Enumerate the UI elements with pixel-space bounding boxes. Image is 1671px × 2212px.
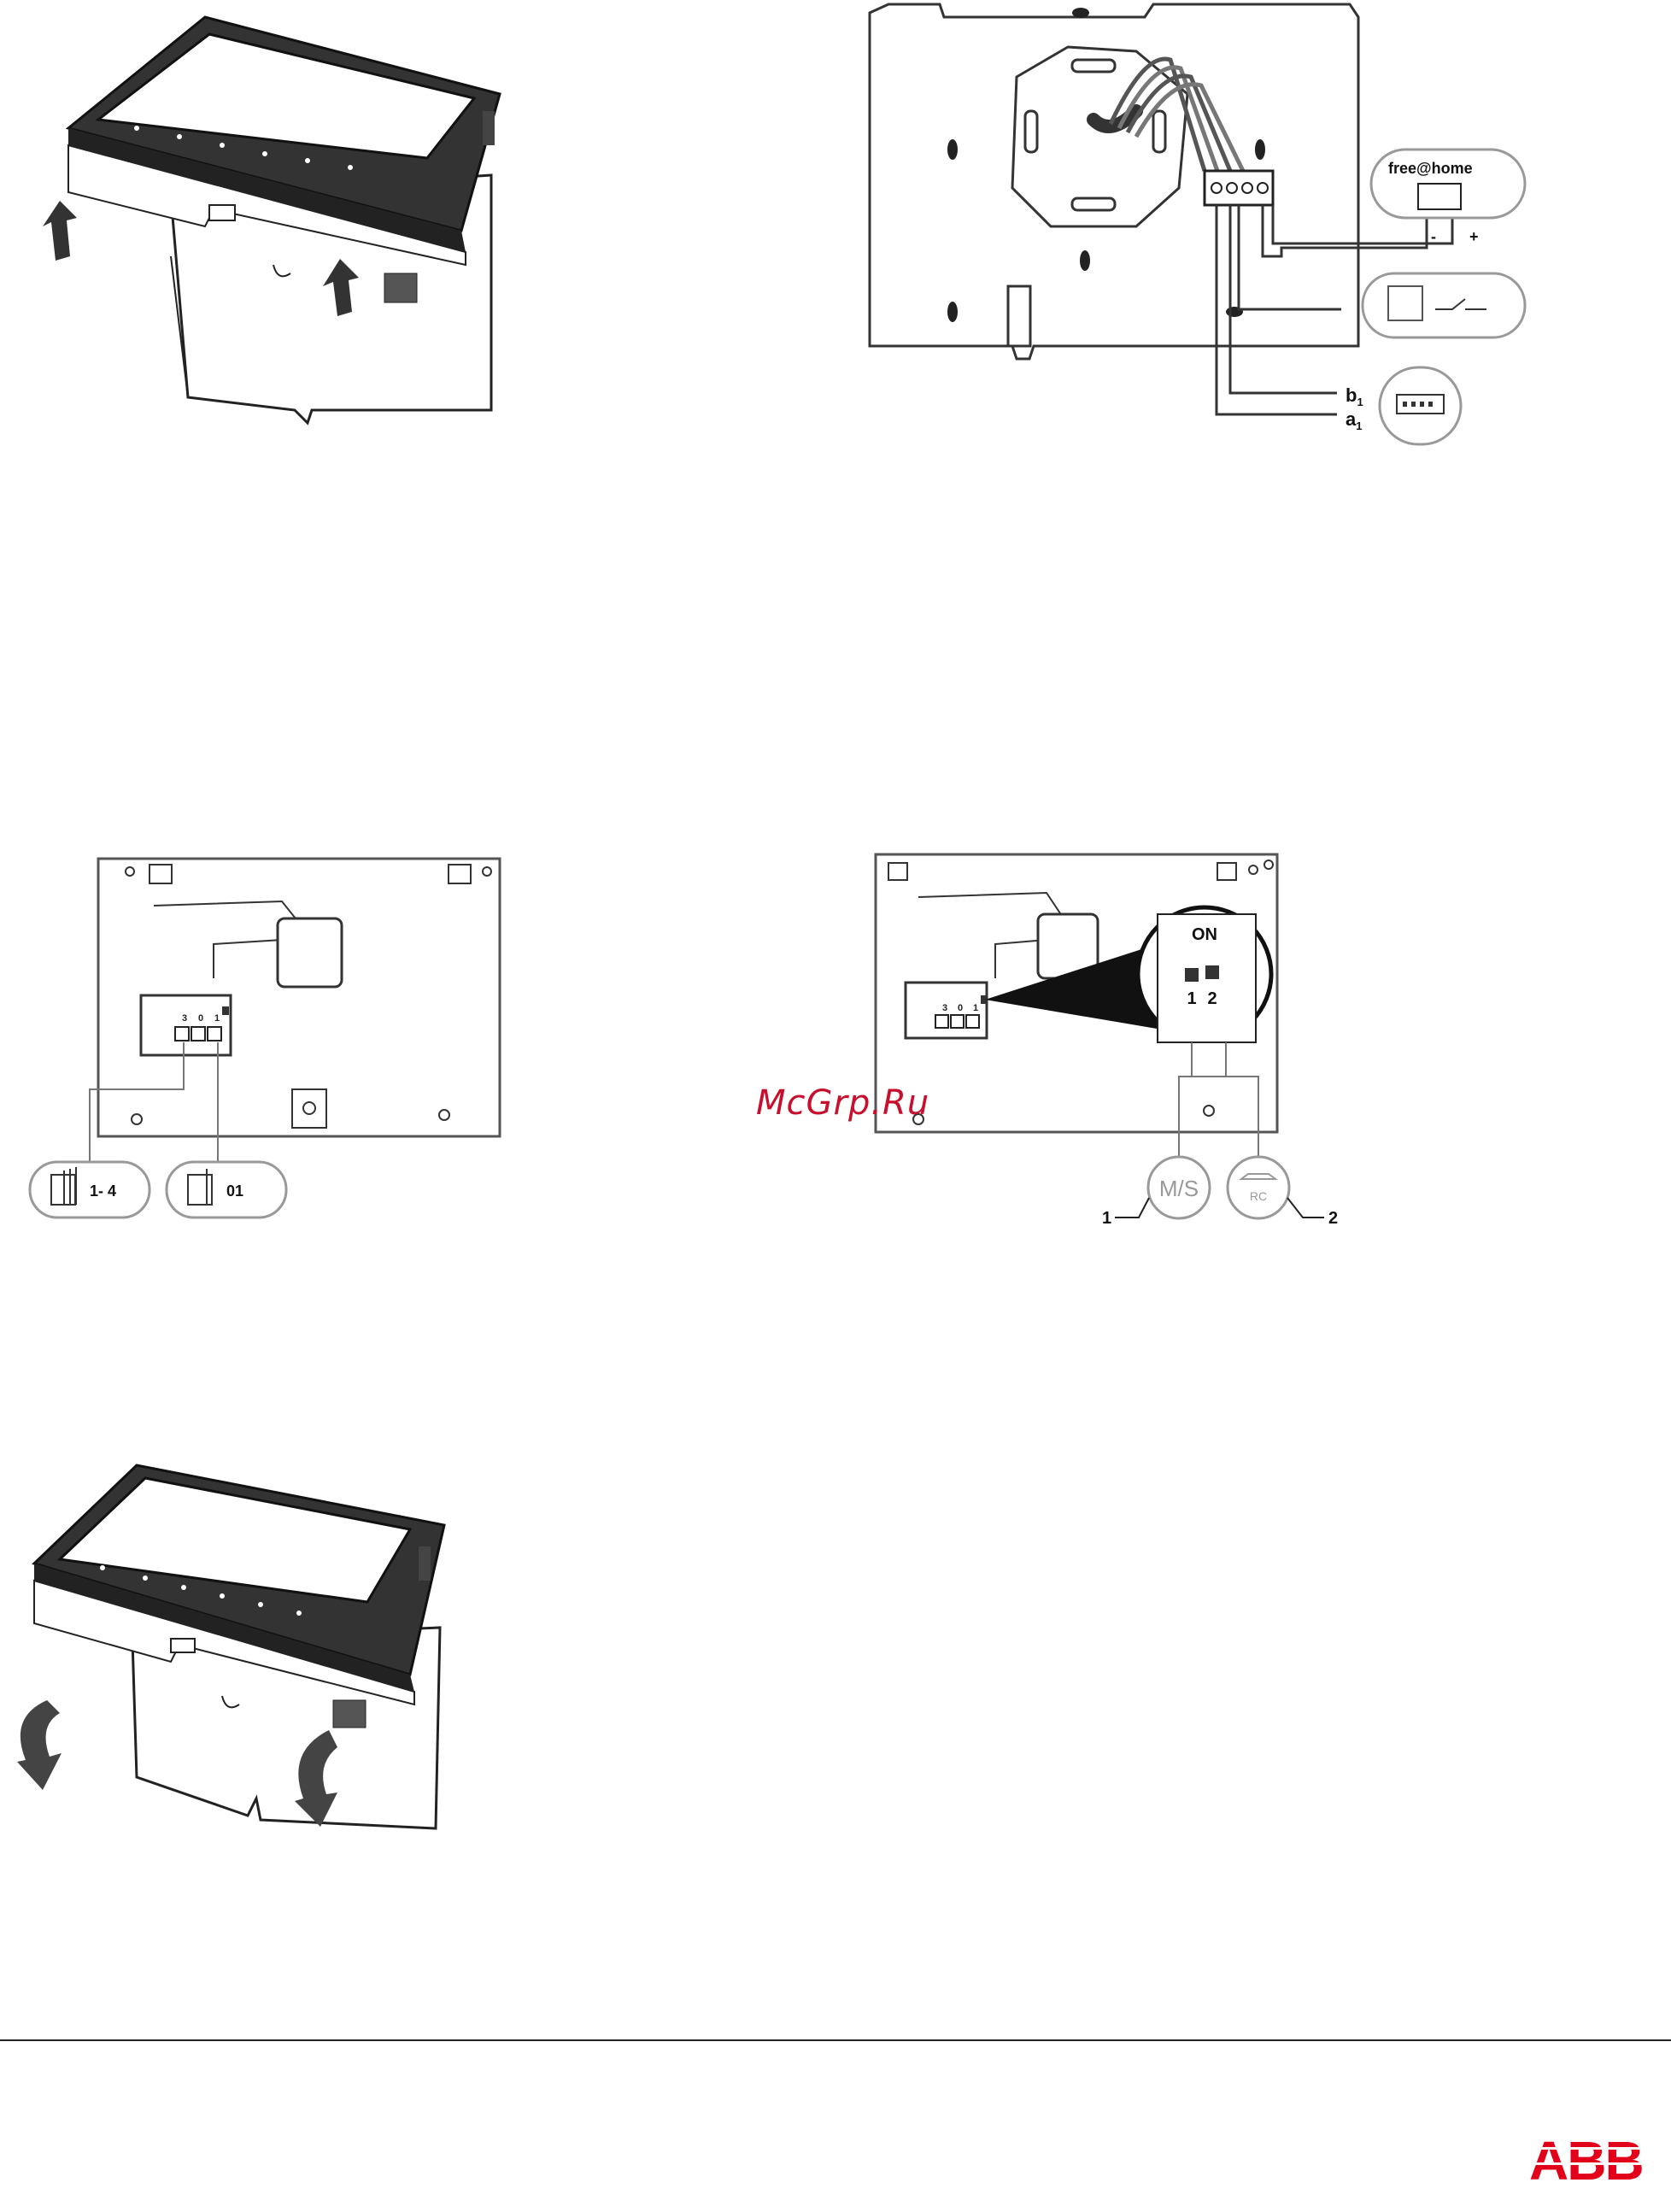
footer-divider	[0, 2039, 1671, 2041]
switch-number: 2	[1207, 989, 1217, 1008]
rotary-digit: 3	[182, 1013, 187, 1024]
figure-remove-monitor	[17, 9, 513, 436]
abb-logo: ABB	[1529, 2130, 1649, 2194]
switch-number: 1	[1187, 989, 1196, 1008]
watermark: McGrp.Ru	[756, 1083, 929, 1123]
ms-label: M/S	[1159, 1176, 1199, 1201]
callout-1: 1	[1102, 1209, 1111, 1228]
rotary-digit: 1	[973, 1003, 978, 1013]
rc-label: RC	[1250, 1189, 1267, 1203]
a1-label: a1	[1346, 408, 1362, 432]
terminal-plus: +	[1469, 228, 1479, 245]
b1-label: b1	[1346, 384, 1363, 408]
callout-2: 2	[1328, 1209, 1338, 1228]
figure-dip-switch: 3 0 1 ON 1 2 M/S RC 1 2	[867, 846, 1363, 1247]
rotary-digit: 1	[214, 1013, 220, 1024]
figure-attach-monitor	[0, 1452, 461, 1854]
logo-text: ABB	[1529, 2130, 1643, 2190]
terminal-minus: -	[1431, 228, 1436, 245]
figure-wiring-diagram: free@home - + b1 a1	[863, 0, 1529, 470]
rotary-digit: 0	[198, 1013, 203, 1024]
figure-address-switch: 3 0 1 1- 4 01	[26, 846, 521, 1239]
rotary-digit: 3	[942, 1003, 947, 1013]
range-label: 1- 4	[90, 1182, 116, 1200]
on-label: ON	[1192, 925, 1217, 944]
bus-label: free@home	[1388, 160, 1473, 177]
rotary-digit: 0	[958, 1003, 963, 1013]
address-label: 01	[226, 1182, 243, 1200]
